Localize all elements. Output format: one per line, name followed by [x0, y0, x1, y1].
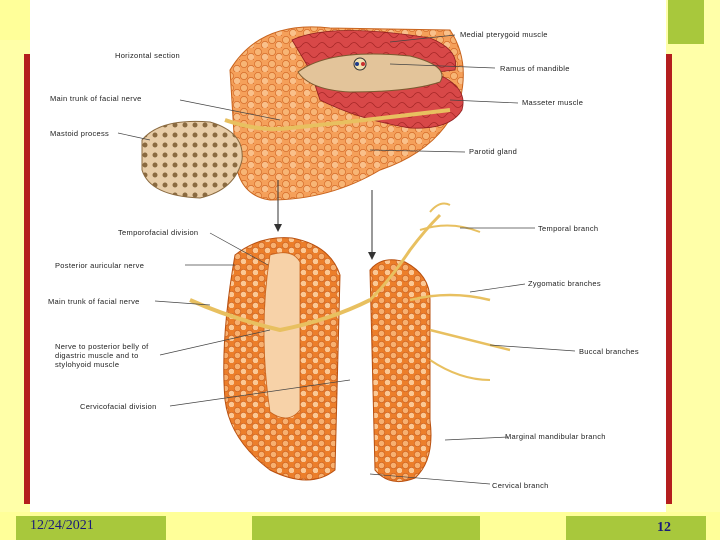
label-mastoid-process: Mastoid process — [50, 129, 110, 138]
label-parotid-gland: Parotid gland — [469, 147, 518, 156]
label-marginal-mandibular-branch: Marginal mandibular branch — [505, 432, 606, 441]
label-masseter-muscle: Masseter muscle — [522, 98, 584, 107]
anatomy-illustration — [117, 26, 576, 485]
footer-green-block-right — [566, 516, 706, 540]
label-cervicofacial-division: Cervicofacial division — [80, 402, 157, 411]
parotid-gland-dissection — [189, 202, 511, 483]
decor-red-left-bar — [24, 54, 30, 504]
footer-green-block-left — [16, 516, 166, 540]
label-temporofacial-division: Temporofacial division — [118, 228, 199, 237]
label-horizontal-section: Horizontal section — [115, 51, 181, 60]
decor-top-left — [0, 0, 30, 40]
label-posterior-auricular-nerve: Posterior auricular nerve — [55, 261, 145, 270]
slide-date: 12/24/2021 — [30, 518, 94, 533]
anatomy-figure: Medial pterygoid muscle Horizontal secti… — [30, 0, 666, 512]
label-main-trunk-top: Main trunk of facial nerve — [50, 94, 142, 103]
label-zygomatic-branches: Zygomatic branches — [528, 279, 601, 288]
label-ramus-of-mandible: Ramus of mandible — [500, 64, 570, 73]
label-buccal-branches: Buccal branches — [579, 347, 639, 356]
decor-green-top-right — [668, 0, 704, 44]
horizontal-section-illustration — [141, 26, 464, 201]
label-main-trunk-bottom: Main trunk of facial nerve — [48, 297, 140, 306]
slide-page-number: 12 — [657, 520, 671, 535]
label-nerve-to-digastric: Nerve to posterior belly of digastric mu… — [55, 342, 149, 369]
decor-red-right-bar — [666, 54, 672, 504]
label-medial-pterygoid: Medial pterygoid muscle — [460, 30, 548, 39]
label-temporal-branch: Temporal branch — [538, 224, 599, 233]
label-cervical-branch: Cervical branch — [492, 481, 549, 490]
footer-green-block-center — [252, 516, 480, 540]
leader-lines — [117, 34, 576, 485]
